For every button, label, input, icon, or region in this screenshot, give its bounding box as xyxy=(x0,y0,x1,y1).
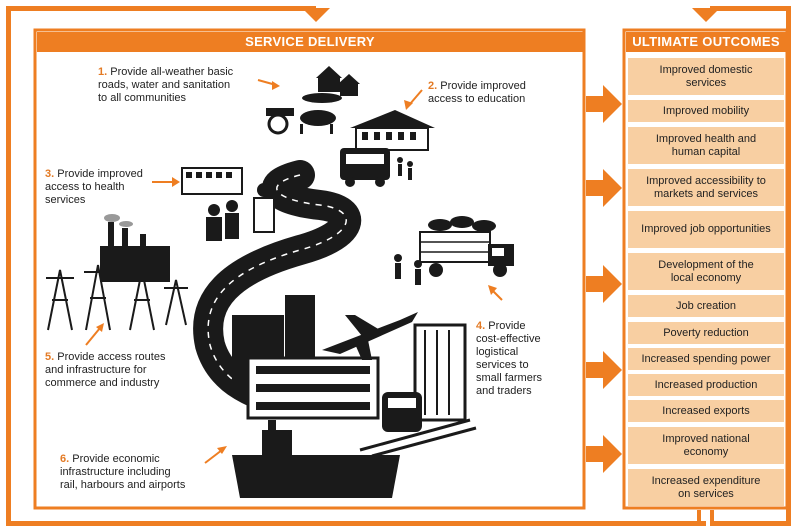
flow-arrows xyxy=(586,85,622,473)
train-icon xyxy=(359,392,477,458)
flow-arrow-5 xyxy=(586,435,622,473)
outcome-box: Increased exports xyxy=(628,400,784,422)
label-pointers xyxy=(85,79,503,464)
step-3-label: 3. Provide improved access to health ser… xyxy=(45,168,143,206)
flow-arrow-3 xyxy=(586,265,622,303)
factory-icon xyxy=(100,214,170,282)
outcome-box: Poverty reduction xyxy=(628,322,784,344)
step-4-label: 4. Provide cost-effective logistical ser… xyxy=(476,320,543,397)
outcome-box: Improved mobility xyxy=(628,100,784,122)
outcome-box: Job creation xyxy=(628,295,784,317)
step-5-label: 5. Provide access routes and infrastruct… xyxy=(45,351,166,389)
school-icon xyxy=(350,110,435,151)
service-delivery-title: SERVICE DELIVERY xyxy=(37,32,583,52)
houses-icon xyxy=(302,66,360,103)
flow-arrow-2 xyxy=(586,169,622,207)
children-icon xyxy=(397,157,413,180)
outcome-box: Improved job opportunities xyxy=(628,211,784,248)
cattle-icon xyxy=(428,216,496,232)
ship-icon xyxy=(232,420,400,498)
power-pylon-icon xyxy=(46,264,188,331)
bus-icon xyxy=(340,148,390,187)
hospital-icon xyxy=(181,167,243,195)
ultimate-outcomes-title: ULTIMATE OUTCOMES xyxy=(626,32,786,52)
step-6-label: 6. Provide economic infrastructure inclu… xyxy=(60,453,186,491)
buildings-icon xyxy=(232,295,467,422)
doctor-icon xyxy=(206,183,275,241)
outcome-box: Increased spending power xyxy=(628,348,784,370)
ox-cart-icon xyxy=(266,108,336,135)
outcome-box: Increased production xyxy=(628,374,784,396)
flow-arrow-1 xyxy=(586,85,622,123)
farmers-icon xyxy=(394,254,422,285)
airplane-icon xyxy=(322,312,418,360)
step-1-label: 1. Provide all-weather basic roads, wate… xyxy=(98,66,234,104)
truck-icon xyxy=(419,231,514,277)
step-2-label: 2. Provide improved access to education xyxy=(428,80,526,105)
flow-arrow-4 xyxy=(586,351,622,389)
